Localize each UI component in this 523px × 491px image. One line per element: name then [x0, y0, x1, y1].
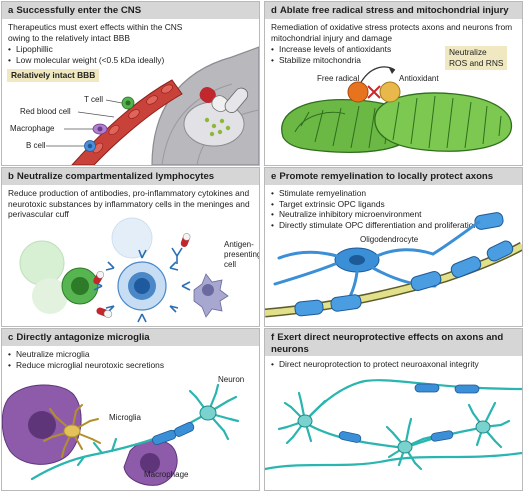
- panel-c-header: [2, 329, 259, 346]
- label-b-cell: B cell: [26, 141, 46, 150]
- panel-b-description: Reduce production of antibodies, pro-inf…: [8, 188, 250, 219]
- bullet-reduce-secretions: Reduce microglial neurotoxic secretions: [8, 360, 248, 371]
- panel-c-bullets: Neutralize microglia Reduce microglial n…: [8, 349, 248, 370]
- panel-d-bullets: Increase levels of antioxidants Stabiliz…: [271, 44, 441, 65]
- panel-a-description: Therapeutics must exert effects within t…: [8, 22, 183, 43]
- bullet-low-molecular-weight: Low molecular weight (<0.5 kDa ideally): [8, 55, 188, 66]
- label-oligodendrocyte: Oligodendrocyte: [360, 235, 419, 244]
- bullet-microenvironment: Neutralize inhibitory microenvironment: [271, 209, 516, 220]
- panel-a-bullets: Lipophillic Low molecular weight (<0.5 k…: [8, 44, 188, 65]
- label-t-cell: T cell: [84, 95, 103, 104]
- panel-d-description: Remediation of oxidative stress protects…: [271, 22, 513, 43]
- bbb-tag: Relatively intact BBB: [7, 69, 100, 82]
- panel-b-header: [2, 168, 259, 185]
- label-free-radical: Free radical: [317, 74, 360, 83]
- bullet-lipophilic: Lipophillic: [8, 44, 188, 55]
- panel-c-illustration: [2, 383, 240, 486]
- bullet-opc-ligands: Target extrinsic OPC ligands: [271, 199, 516, 210]
- panel-d-header: [265, 2, 522, 19]
- panel-e-header: [265, 168, 522, 185]
- label-red-blood-cell: Red blood cell: [20, 107, 71, 116]
- label-neuron: Neuron: [218, 375, 245, 384]
- bullet-antioxidants: Increase levels of antioxidants: [271, 44, 441, 55]
- bullet-direct-neuroprotection: Direct neuroprotection to protect neuroa…: [271, 359, 516, 370]
- ros-tag: Neutralize ROS and RNS: [445, 46, 508, 70]
- label-antioxidant: Antioxidant: [399, 74, 439, 83]
- label-apc: Antigen- presenting cell: [224, 240, 260, 269]
- panel-f-illustration: [265, 379, 522, 471]
- panel-f-header: [265, 329, 522, 356]
- bullet-opc-differentiation: Directly stimulate OPC differentiation a…: [271, 220, 516, 231]
- panel-d-illustration: [281, 66, 513, 154]
- panel-e-bullets: Stimulate remyelination Target extrinsic…: [271, 188, 516, 230]
- panel-a-illustration: [46, 46, 259, 165]
- panel-a-header: [2, 2, 259, 19]
- panel-b-illustration: [19, 217, 229, 323]
- label-macrophage-c: Macrophage: [144, 470, 189, 479]
- bullet-remyelination: Stimulate remyelination: [271, 188, 516, 199]
- panel-f-bullets: Direct neuroprotection to protect neuroa…: [271, 359, 516, 370]
- bullet-stabilize-mito: Stabilize mitochondria: [271, 55, 441, 66]
- label-microglia: Microglia: [109, 413, 142, 422]
- label-macrophage-a: Macrophage: [10, 124, 55, 133]
- bullet-neutralize-microglia: Neutralize microglia: [8, 349, 248, 360]
- panel-e-illustration: [265, 212, 522, 318]
